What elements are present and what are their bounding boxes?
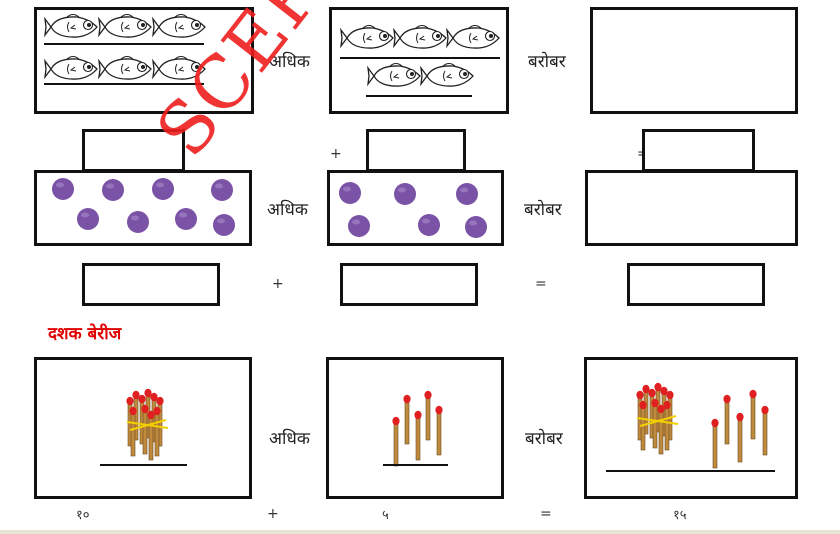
equals-sign-row2: = [535, 276, 547, 292]
matchstick-bundle-icon [635, 382, 679, 455]
matchstick-icon [391, 390, 444, 467]
matchstick-bundle-icon [125, 388, 169, 461]
equal-word-row3: बरोबर [525, 429, 563, 449]
more-word-row1: अधिक [269, 52, 310, 72]
purple-ball-icon [52, 178, 235, 236]
match-box-total [584, 357, 798, 499]
equals-sign-row3: = [540, 506, 552, 522]
plus-sign-row2: + [272, 276, 284, 292]
more-word-row2: अधिक [267, 200, 308, 220]
purple-ball-icon [339, 182, 487, 238]
matchstick-icon [710, 389, 770, 469]
section-heading: दशक बेरीज [48, 324, 122, 344]
ball-count-box-total[interactable] [627, 263, 765, 306]
equal-word-row2: बरोबर [524, 200, 562, 220]
number-ten: १० [76, 508, 90, 523]
match-box-middle [326, 357, 504, 499]
fish-answer-box[interactable] [590, 7, 798, 114]
page-bottom-border [0, 530, 840, 534]
number-five: ५ [382, 508, 389, 523]
plus-sign-row3: + [267, 506, 279, 522]
fish-icon [340, 24, 500, 87]
more-word-row3: अधिक [269, 429, 310, 449]
ball-count-box-left[interactable] [82, 263, 220, 306]
ball-answer-box[interactable] [585, 170, 798, 246]
ball-count-box-middle[interactable] [340, 263, 478, 306]
fish-icon [44, 13, 206, 80]
equal-word-row1: बरोबर [528, 52, 566, 72]
number-fifteen: १५ [673, 508, 687, 523]
plus-sign-row1: + [330, 146, 342, 162]
